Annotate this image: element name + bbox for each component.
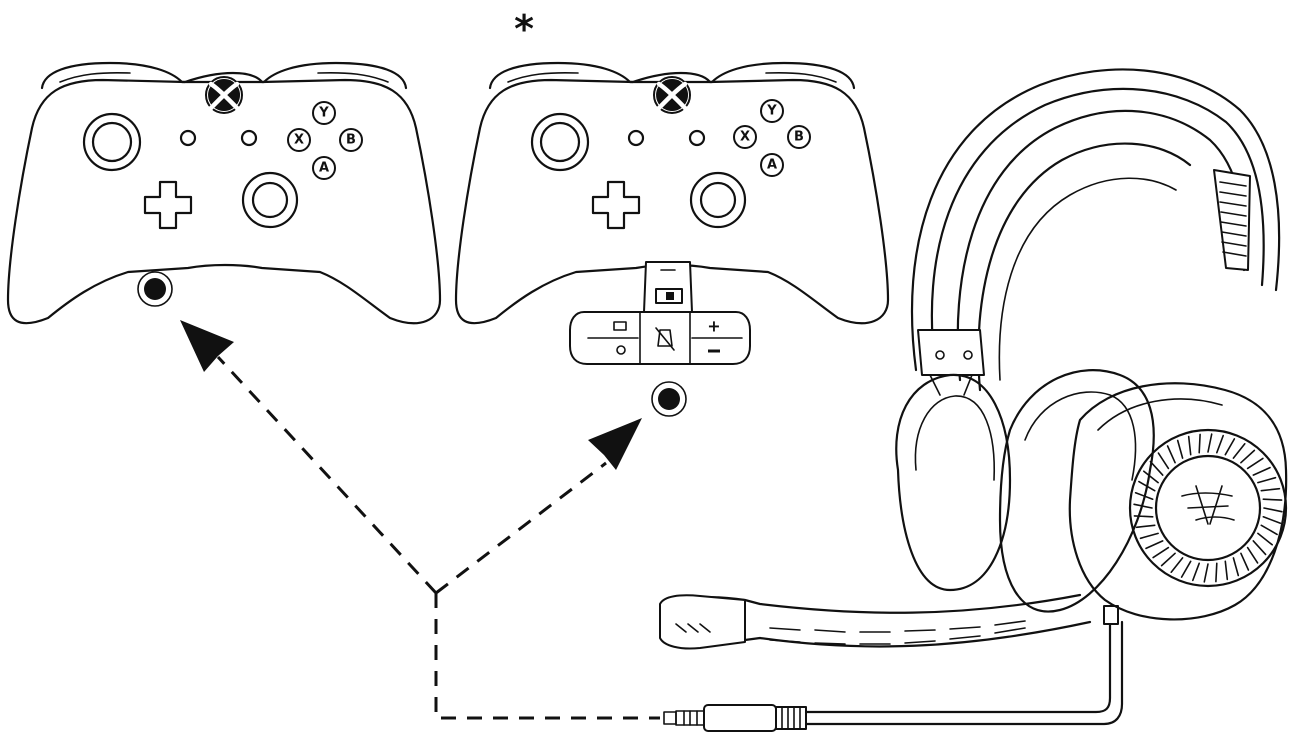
button-y: Y [766,104,777,119]
headphone-jack-icon [137,271,173,307]
vent-slot [1133,515,1154,518]
face-buttons: Y X B A [287,101,363,180]
vent-slot [1246,457,1264,470]
connection-lines [180,320,660,720]
arrow-icon [180,320,234,372]
svg-text:+: + [707,317,720,336]
vent-slot [1224,560,1229,581]
headphone-jack-icon [651,381,687,417]
vent-slot [1135,524,1156,529]
vent-slot [1215,562,1218,583]
hyperx-logo-icon [1181,485,1235,525]
vent-slot [1157,452,1170,470]
vent-slot [1180,560,1192,578]
vent-slot [1224,438,1236,456]
button-x: X [740,130,750,145]
vent-slot [1203,563,1209,583]
vent-slot [1160,552,1176,567]
vent-slot [1166,445,1176,464]
vent-slot [1187,435,1192,456]
vent-slot [1262,515,1282,525]
vent-slot [1260,524,1278,536]
vent-slot [1232,557,1240,577]
vent-slot [1263,507,1283,513]
headband-grill [1213,169,1251,271]
button-b: B [346,133,356,148]
vent-slot [1252,540,1267,556]
vent-slot [1149,460,1164,476]
face-buttons: Y X B A [733,99,811,177]
headset-icon [659,68,1288,650]
button-a: A [767,158,777,173]
controller-left: Y X B A [8,63,440,323]
vent-slot [1252,466,1271,476]
audio-plug-icon [663,605,1124,732]
vent-slot [1138,480,1156,492]
vent-slot [1198,433,1201,454]
vent-slot [1145,540,1164,550]
vent-slot [1240,552,1250,571]
arrow-icon [588,418,642,470]
vent-slot [1192,562,1200,582]
vent-slot [1216,434,1224,454]
vent-slot [1232,442,1246,459]
vent-slot [1257,532,1273,546]
vent-slot [1134,491,1154,501]
asterisk-note: * [514,7,534,51]
vent-slot [1133,503,1153,509]
vent-slot [1176,439,1184,459]
controller-right: Y X B A + [456,63,888,417]
stereo-headset-adapter-icon: + [569,261,751,365]
vent-slot [1139,532,1159,540]
button-b: B [794,130,804,145]
button-a: A [319,161,329,176]
vent-slot [1143,470,1159,484]
vent-slot [1152,546,1170,559]
vent-slot [1262,498,1283,501]
vent-slot [1246,546,1259,564]
vent-slot [1170,557,1184,574]
button-x: X [294,133,304,148]
button-y: Y [318,106,329,121]
vent-slot [1240,449,1256,464]
vent-slot [1260,487,1281,492]
ear-cup-vent-ring [1128,428,1288,588]
vent-slot [1257,476,1277,484]
microphone-boom [659,593,1092,650]
vent-slot [1207,433,1213,453]
